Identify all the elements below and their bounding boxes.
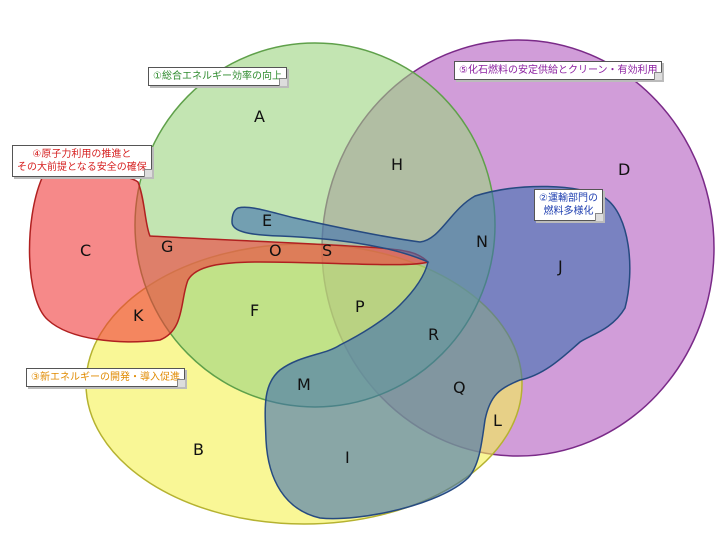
region-label-j: J bbox=[558, 257, 563, 276]
callout-energy-efficiency: ①総合エネルギー効率の向上 bbox=[148, 67, 287, 86]
callout-transport-fuel: ②運輸部門の 燃料多様化 bbox=[534, 189, 603, 221]
region-label-f: F bbox=[250, 301, 260, 320]
region-label-k: K bbox=[133, 306, 144, 325]
region-label-a: A bbox=[254, 107, 265, 126]
callout-nuclear-line1: ④原子力利用の推進と bbox=[32, 149, 132, 160]
nuclear-region bbox=[28, 173, 430, 343]
region-label-m: M bbox=[297, 375, 311, 394]
callout-transport-fuel-line2: 燃料多様化 bbox=[543, 206, 594, 217]
region-label-h: H bbox=[391, 155, 404, 174]
region-label-s: S bbox=[322, 241, 333, 260]
transport-fuel-region bbox=[231, 185, 631, 520]
callout-nuclear: ④原子力利用の推進と その大前提となる安全の確保 bbox=[12, 145, 152, 177]
region-label-c: C bbox=[80, 241, 92, 260]
region-label-r: R bbox=[428, 325, 440, 344]
region-label-n: N bbox=[476, 232, 488, 251]
region-label-o: O bbox=[269, 241, 282, 260]
callout-fossil-fuel-text: ⑤化石燃料の安定供給とクリーン・有効利用 bbox=[459, 65, 658, 76]
region-label-l: L bbox=[493, 411, 502, 430]
callout-fossil-fuel: ⑤化石燃料の安定供給とクリーン・有効利用 bbox=[454, 61, 663, 80]
callout-new-energy-text: ③新エネルギーの開発・導入促進 bbox=[31, 372, 180, 383]
region-label-q: Q bbox=[453, 378, 466, 397]
callout-new-energy: ③新エネルギーの開発・導入促進 bbox=[26, 368, 185, 387]
region-label-e: E bbox=[262, 211, 273, 230]
region-label-d: D bbox=[618, 160, 631, 179]
region-label-i: I bbox=[345, 448, 350, 467]
region-label-p: P bbox=[355, 297, 365, 316]
region-label-b: B bbox=[193, 440, 204, 459]
callout-transport-fuel-line1: ②運輸部門の bbox=[539, 193, 598, 204]
callout-energy-efficiency-text: ①総合エネルギー効率の向上 bbox=[153, 71, 282, 82]
callout-nuclear-line2: その大前提となる安全の確保 bbox=[17, 162, 147, 173]
region-label-g: G bbox=[161, 237, 174, 256]
